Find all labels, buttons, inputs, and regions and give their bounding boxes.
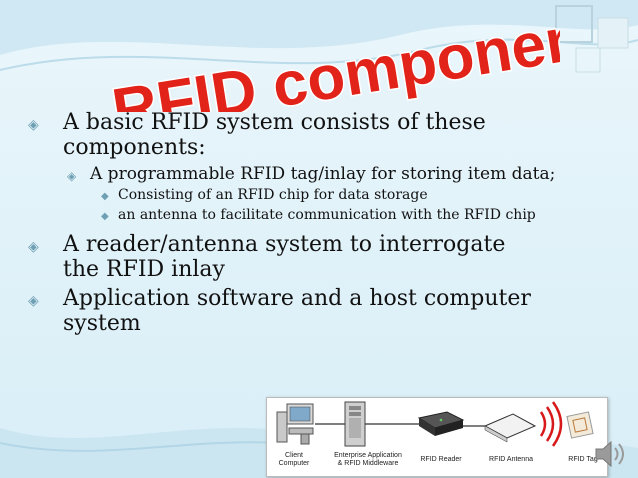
bullet-text: A programmable RFID tag/inlay for storin… [90,164,556,184]
bullet-level3: ◆ an antenna to facilitate communication… [0,207,600,224]
bullet-text: A basic RFID system consists of these co… [63,110,486,160]
diagram-label-client: Client Computer [278,452,310,467]
diagram-label-tag: RFID Tag [568,456,598,463]
diagram-label-antenna: RFID Antenna [489,456,533,463]
rfid-reader-icon [417,411,465,436]
bullet-level1: ◈ A reader/antenna system to interrogate… [0,232,600,282]
slide-title: RFID components [106,2,560,112]
small-diamond-bullet-icon: ◆ [101,191,109,202]
bullet-text: an antenna to facilitate communication w… [118,207,536,223]
bullet-level1: ◈ A basic RFID system consists of these … [0,110,600,160]
client-computer-icon [276,403,314,445]
bullet-text: Application software and a host computer… [63,286,531,336]
slide-title-text: RFID components [108,2,560,112]
rfid-antenna-icon [483,413,537,443]
rfid-system-diagram: Client Computer Enterprise Application &… [266,397,608,477]
server-icon [344,401,366,447]
radio-waves-icon [539,401,563,447]
top-wave-decoration [0,0,638,71]
bullet-level3: ◆ Consisting of an RFID chip for data st… [0,187,600,204]
small-diamond-bullet-icon: ◆ [101,211,109,222]
rfid-tag-icon [566,411,594,439]
diamond-bullet-icon: ◈ [28,239,39,255]
bullet-list: ◈ A basic RFID system consists of these … [0,110,600,340]
corner-squares-decoration [555,5,629,73]
bullet-level2: ◈ A programmable RFID tag/inlay for stor… [0,164,600,185]
bullet-level1: ◈ Application software and a host comput… [0,286,600,336]
diamond-bullet-icon: ◈ [67,169,77,183]
diagram-label-reader: RFID Reader [420,456,462,463]
bullet-text: A reader/antenna system to interrogate t… [63,232,506,282]
diagram-label-enterprise: Enterprise Application & RFID Middleware [334,452,402,467]
diamond-bullet-icon: ◈ [28,117,39,133]
speaker-icon[interactable] [590,438,630,470]
bullet-text: Consisting of an RFID chip for data stor… [118,187,428,203]
diamond-bullet-icon: ◈ [28,293,39,309]
